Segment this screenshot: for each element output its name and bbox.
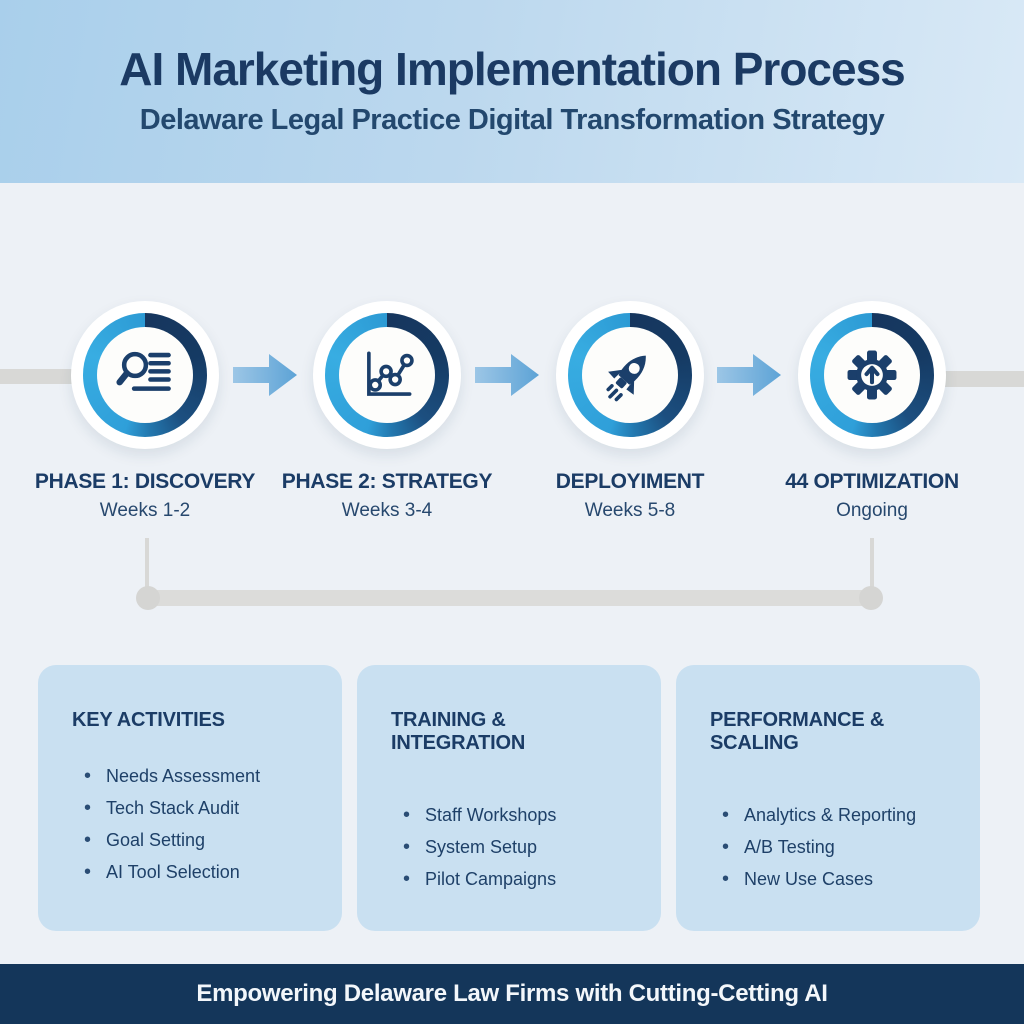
progress-ring xyxy=(83,313,207,437)
arrow-right-icon xyxy=(717,354,781,396)
list-item: Pilot Campaigns xyxy=(403,863,631,895)
card-bullet-list: Staff Workshops System Setup Pilot Campa… xyxy=(391,799,631,895)
card-title: TRAINING & INTEGRATION xyxy=(391,709,526,754)
rocket-icon xyxy=(606,355,646,402)
list-item: Goal Setting xyxy=(84,824,312,856)
timeline-track-right xyxy=(944,371,1024,387)
phase-name: PHASE 2: STRATEGY xyxy=(281,470,493,493)
list-item: System Setup xyxy=(403,831,631,863)
timeline-track-left xyxy=(0,369,76,384)
list-item: AI Tool Selection xyxy=(84,856,312,888)
card-performance-scaling: PERFORMANCE & SCALING Analytics & Report… xyxy=(676,665,980,931)
phase-label-discovery: PHASE 1: DISCOVERY Weeks 1-2 xyxy=(25,470,265,522)
list-item: A/B Testing xyxy=(722,831,950,863)
footer-band: Empowering Delaware Law Firms with Cutti… xyxy=(0,964,1024,1024)
progress-ring xyxy=(810,313,934,437)
list-item: Analytics & Reporting xyxy=(722,799,950,831)
card-bullet-list: Needs Assessment Tech Stack Audit Goal S… xyxy=(72,760,312,888)
phase-node-strategy xyxy=(313,301,461,449)
page-subtitle: Delaware Legal Practice Digital Transfor… xyxy=(139,104,885,136)
line-chart-icon xyxy=(367,351,414,396)
arrow-right-icon xyxy=(233,354,297,396)
card-training-integration: TRAINING & INTEGRATION Staff Workshops S… xyxy=(357,665,661,931)
magnifier-list-icon xyxy=(116,351,171,391)
phase-label-strategy: PHASE 2: STRATEGY Weeks 3-4 xyxy=(267,470,507,522)
phase-label-optimization: 44 OPTIMIZATION Ongoing xyxy=(752,470,992,522)
phase-node-deployment xyxy=(556,301,704,449)
progress-ring xyxy=(325,313,449,437)
arrow-right-icon xyxy=(475,354,539,396)
phase-duration: Weeks 1-2 xyxy=(99,500,191,521)
card-bullet-list: Analytics & Reporting A/B Testing New Us… xyxy=(710,799,950,895)
phase-name: PHASE 1: DISCOVERY xyxy=(34,470,256,493)
phase-name: DEPLOYIMENT xyxy=(555,470,705,493)
header-band: AI Marketing Implementation Process Dela… xyxy=(0,0,1024,183)
connector-dot-left xyxy=(136,586,160,610)
card-title: KEY ACTIVITIES xyxy=(72,709,225,731)
connector-vertical-left xyxy=(145,538,149,596)
connector-horizontal-bar xyxy=(148,590,872,606)
connector-vertical-right xyxy=(870,538,874,596)
phase-node-discovery xyxy=(71,301,219,449)
card-key-activities: KEY ACTIVITIES Needs Assessment Tech Sta… xyxy=(38,665,342,931)
phase-label-deployment: DEPLOYIMENT Weeks 5-8 xyxy=(510,470,750,522)
gear-up-arrow-icon xyxy=(847,350,897,400)
list-item: New Use Cases xyxy=(722,863,950,895)
card-title: PERFORMANCE & SCALING xyxy=(710,709,885,754)
page-title: AI Marketing Implementation Process xyxy=(119,43,906,95)
progress-ring xyxy=(568,313,692,437)
list-item: Staff Workshops xyxy=(403,799,631,831)
phase-duration: Ongoing xyxy=(836,500,908,521)
phase-duration: Weeks 3-4 xyxy=(341,500,433,521)
phase-node-optimization xyxy=(798,301,946,449)
footer-tagline: Empowering Delaware Law Firms with Cutti… xyxy=(196,980,828,1007)
list-item: Tech Stack Audit xyxy=(84,792,312,824)
connector-dot-right xyxy=(859,586,883,610)
list-item: Needs Assessment xyxy=(84,760,312,792)
phase-duration: Weeks 5-8 xyxy=(584,500,676,521)
phase-name: 44 OPTIMIZATION xyxy=(785,470,959,493)
